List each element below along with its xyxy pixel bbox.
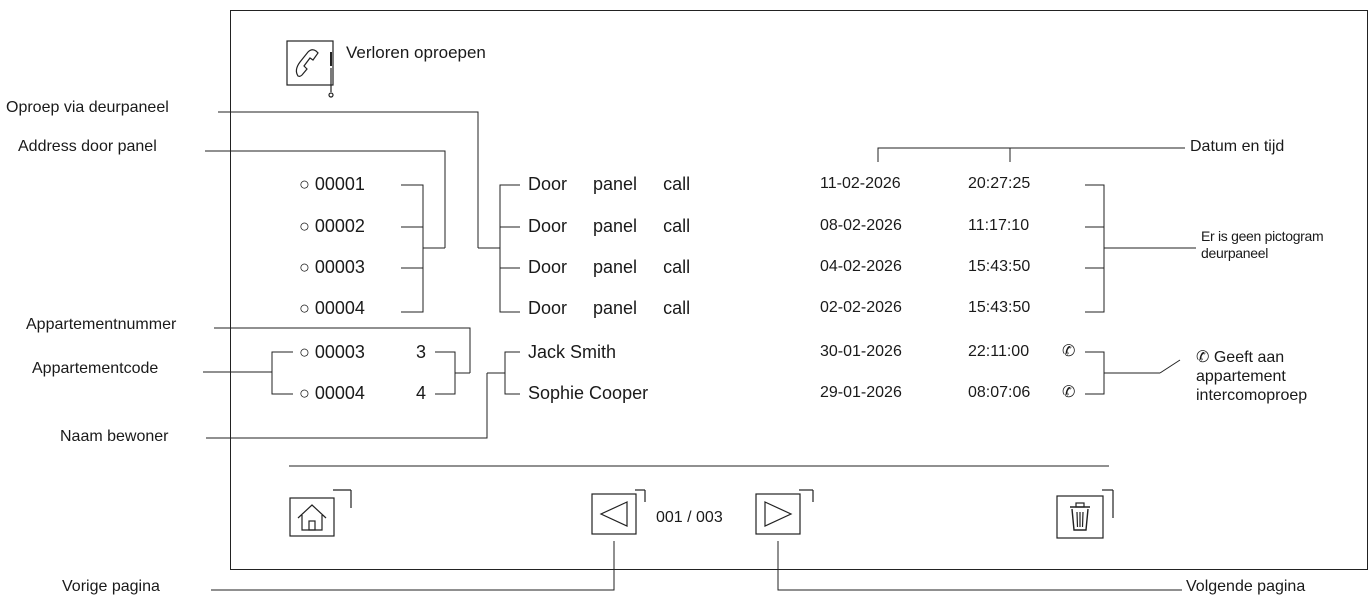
- annotation-resident-name: Naam bewoner: [60, 428, 169, 445]
- triangle-left-icon: [591, 489, 646, 535]
- call-date: 04-02-2026: [820, 258, 902, 275]
- next-page-button[interactable]: [755, 488, 815, 538]
- page-title: Verloren oproepen: [346, 43, 486, 62]
- triangle-right-icon: [755, 489, 814, 535]
- call-date: 30-01-2026: [820, 343, 902, 360]
- annotation-apartment-code: Appartementcode: [32, 360, 159, 377]
- annotation-date-time: Datum en tijd: [1190, 138, 1285, 155]
- annotation-intercom-call: ✆ Geeft aan appartement intercomoproep: [1196, 349, 1308, 404]
- code-cell: ○ 00004: [299, 298, 365, 318]
- call-date: 29-01-2026: [820, 384, 902, 401]
- caller-name: Jack Smith: [528, 342, 617, 362]
- annotation-previous-page: Vorige pagina: [62, 578, 160, 595]
- code-cell: ○ 00004: [299, 383, 365, 403]
- home-icon: [289, 489, 352, 537]
- call-time: 08:07:06: [968, 384, 1031, 401]
- annotation-no-icon: Er is geen pictogram deurpaneel: [1201, 228, 1324, 261]
- apartment-number: 4: [416, 383, 427, 403]
- call-date: 08-02-2026: [820, 217, 902, 234]
- delete-button[interactable]: [1056, 488, 1116, 540]
- call-date: 11-02-2026: [820, 175, 901, 192]
- intercom-call-icon: ✆: [1062, 384, 1076, 401]
- annotation-apartment-number: Appartementnummer: [26, 316, 177, 333]
- call-date: 02-02-2026: [820, 299, 902, 316]
- annotation-address-door-panel: Address door panel: [18, 138, 157, 155]
- code-cell: ○ 00001: [299, 174, 365, 194]
- monitor-screen: [230, 10, 1368, 570]
- code-cell: ○ 00003: [299, 342, 365, 362]
- code-cell: ○ 00003: [299, 257, 365, 277]
- intercom-call-icon: ✆: [1196, 349, 1210, 366]
- code-cell: ○ 00002: [299, 216, 365, 236]
- call-time: 22:11:00: [968, 343, 1030, 360]
- trash-icon: [1056, 489, 1114, 539]
- caller-name: Sophie Cooper: [528, 383, 649, 403]
- home-button[interactable]: [289, 488, 353, 538]
- missed-call-icon: [286, 40, 334, 100]
- intercom-call-icon: ✆: [1062, 343, 1076, 360]
- annotation-door-panel-call: Oproep via deurpaneel: [6, 99, 169, 116]
- call-time: 11:17:10: [968, 217, 1030, 234]
- apartment-number: 3: [416, 342, 427, 362]
- call-time: 20:27:25: [968, 175, 1031, 192]
- call-time: 15:43:50: [968, 299, 1031, 316]
- annotation-next-page: Volgende pagina: [1186, 578, 1306, 595]
- previous-page-button[interactable]: [591, 488, 647, 538]
- page-indicator: 001 / 003: [656, 509, 723, 526]
- call-time: 15:43:50: [968, 258, 1031, 275]
